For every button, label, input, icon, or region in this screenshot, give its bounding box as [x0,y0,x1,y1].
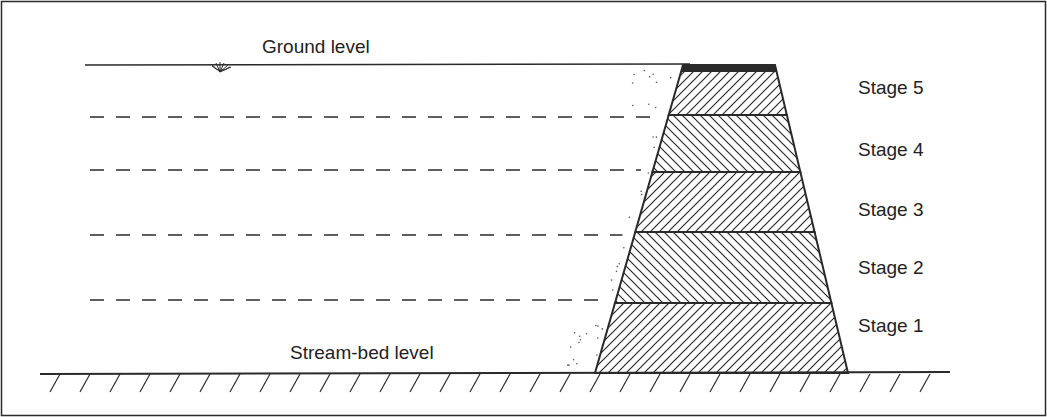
silt-level-line [90,234,622,236]
dam-stage-band [669,65,787,115]
dam-stage-band [615,232,831,303]
ground-line [85,64,690,65]
ground-hatching [50,374,930,392]
stage-label: Stage 5 [858,77,924,99]
silt-level-line [90,116,656,118]
stream-bed-line [40,372,950,374]
stage-label: Stage 3 [858,199,924,221]
level-label: Ground level [262,36,370,58]
dam-stage-band [635,172,814,232]
stage-label: Stage 1 [858,315,924,337]
grass-tuft [212,62,231,72]
silt-level-line [90,169,641,171]
level-label: Stream-bed level [290,342,434,364]
stage-label: Stage 4 [858,139,924,161]
dam-stage-band [652,115,800,172]
stage-label: Stage 2 [858,257,924,279]
silt-stipple [567,70,671,366]
dam-stage-band [595,303,848,373]
silt-level-line [90,299,604,301]
dam-crest [681,65,777,72]
